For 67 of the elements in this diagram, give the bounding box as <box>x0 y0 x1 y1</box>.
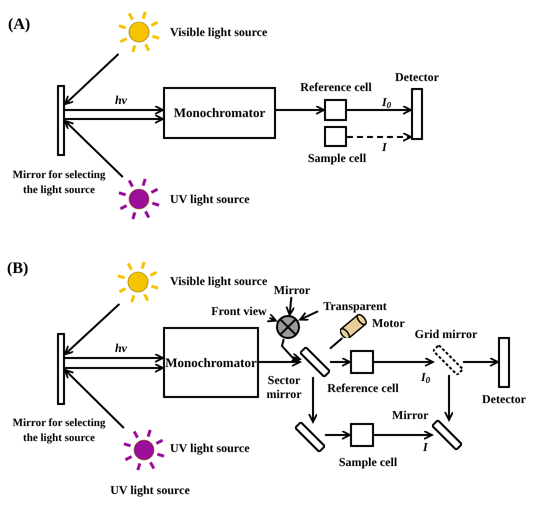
arrow <box>347 105 412 115</box>
arrow <box>308 377 318 423</box>
arrow <box>259 357 301 367</box>
edge-label: I$_{0}$ <box>381 95 392 109</box>
arrow <box>65 363 164 373</box>
component-label: UV light source <box>170 192 250 206</box>
component-label: Sector mirror <box>265 373 303 401</box>
light-source-sun <box>122 428 166 472</box>
arrow <box>325 430 351 440</box>
component-label: Mirror for selecting the light source <box>12 168 106 198</box>
component-label: Reference cell <box>299 80 373 94</box>
component-label: UV light source <box>109 483 191 497</box>
cell-box <box>350 350 374 374</box>
arrow <box>64 53 120 106</box>
crossed-circle <box>276 315 300 339</box>
arrow <box>374 430 433 440</box>
detector-plate <box>498 337 510 388</box>
component-label: Detector <box>394 70 440 84</box>
component-label: Reference cell <box>326 381 400 395</box>
component-label: Visible light source <box>170 274 268 288</box>
light-source-sun <box>116 260 160 304</box>
mirror-plate <box>57 85 65 156</box>
light-source-sun <box>117 177 161 221</box>
arrow <box>266 313 277 322</box>
component-label: Sample cell <box>338 455 398 469</box>
component-label: Visible light source <box>170 25 268 39</box>
cell-box <box>324 99 347 121</box>
callout-label: Front view <box>208 303 270 318</box>
connector-line <box>329 337 344 350</box>
mirror-plate <box>57 333 65 405</box>
detector-plate <box>411 88 423 140</box>
process-box: Monochromator <box>163 327 259 398</box>
panel-label: (A) <box>8 16 30 34</box>
component-label: Grid mirror <box>414 327 478 341</box>
edge-label: I <box>422 440 429 454</box>
cell-box <box>324 126 347 147</box>
arrow <box>64 120 124 178</box>
arrow <box>463 357 499 367</box>
component-label: Mirror <box>392 408 428 422</box>
edge-label: hν <box>114 341 128 355</box>
arrow <box>286 296 296 316</box>
arrow <box>64 303 120 356</box>
arrow <box>64 369 125 429</box>
component-label: UV light source <box>170 441 250 455</box>
edge-label: I$_{0}$ <box>420 370 432 384</box>
process-box: Monochromator <box>163 87 276 139</box>
panel-label: (B) <box>7 260 28 278</box>
edge-label: hν <box>114 93 128 107</box>
arrow <box>65 114 164 124</box>
arrow <box>280 338 301 362</box>
component-label: Mirror for selecting the light source <box>12 416 106 446</box>
component-label: Detector <box>481 392 527 406</box>
light-source-sun <box>117 10 161 54</box>
callout-label: Transparent <box>318 298 392 313</box>
edge-label: I <box>381 140 388 154</box>
component-label: Motor <box>372 316 405 330</box>
callout-label: Mirror <box>271 282 313 297</box>
arrow <box>299 310 318 321</box>
component-label: Sample cell <box>306 151 368 165</box>
arrow <box>65 353 164 363</box>
arrow <box>374 357 434 367</box>
arrow <box>276 105 325 115</box>
arrow <box>65 105 164 115</box>
arrow <box>444 375 454 421</box>
arrow <box>330 357 351 367</box>
cell-box <box>350 423 374 447</box>
arrow <box>347 132 412 142</box>
